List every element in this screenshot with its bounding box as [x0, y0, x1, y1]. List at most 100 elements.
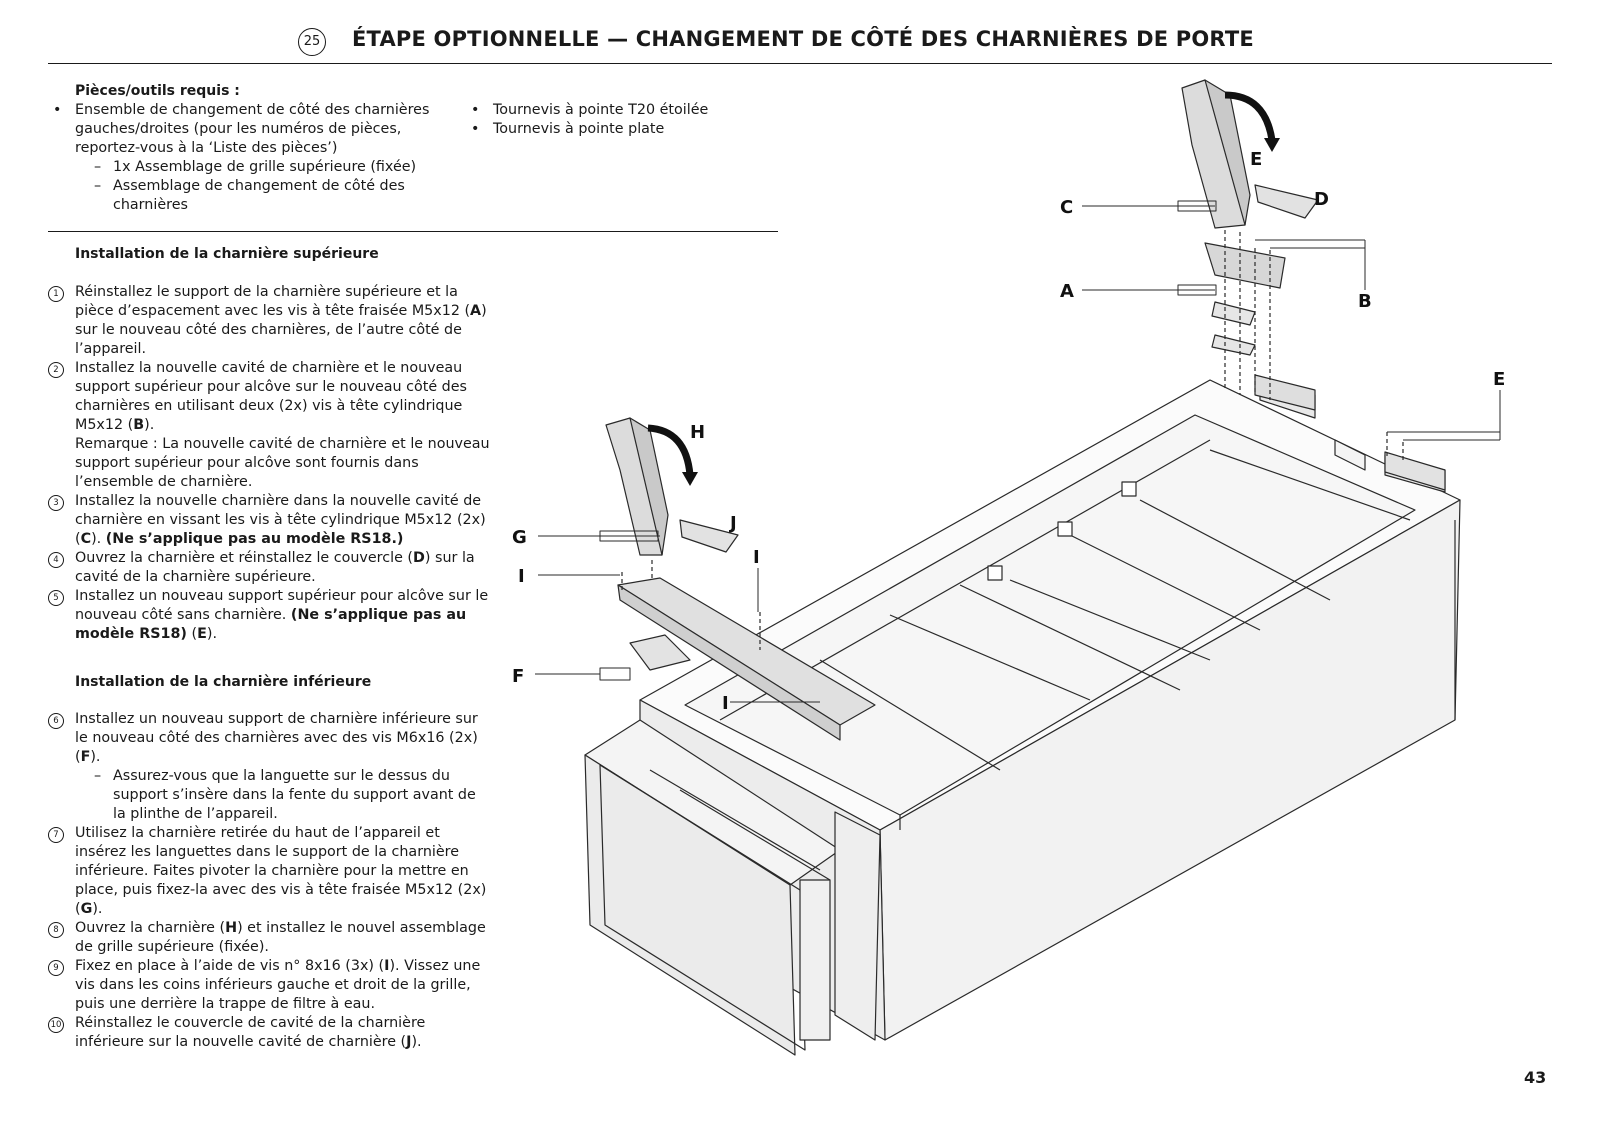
step-text: Installez un nouveau support supérieur p… [75, 588, 488, 642]
page-number: 43 [1524, 1068, 1547, 1087]
upper-steps-list: 1 Réinstallez le support de la charnière … [48, 283, 493, 644]
step-text-run: Fixez en place à l’aide de vis n° 8x16 (… [75, 958, 385, 974]
callout-j: J [728, 513, 737, 534]
step-text-bold: A [470, 303, 482, 319]
step-6: 6 Installez un nouveau support de charniè… [48, 710, 493, 824]
callout-i-bottom: I [722, 693, 729, 714]
step-text-run: Installez la nouvelle charnière dans la … [75, 493, 486, 547]
step-number-badge: 5 [48, 590, 64, 606]
step-text-bold: (Ne s’applique pas au modèle RS18) [75, 607, 467, 642]
callout-d: D [1314, 189, 1329, 210]
requirements-divider [48, 231, 778, 232]
step-3: 3 Installez la nouvelle charnière dans la… [48, 492, 493, 549]
lower-steps-list: 6 Installez un nouveau support de charniè… [48, 710, 493, 1052]
step-number-badge: 3 [48, 495, 64, 511]
step-text: Ouvrez la charnière (H) et installez le … [75, 920, 486, 955]
callout-labels: C A E D B E H J G I I F I [512, 149, 1505, 714]
step-text-run: ). [92, 901, 103, 917]
step-text-run: Remarque : La nouvelle cavité de charniè… [75, 436, 490, 490]
callout-f: F [512, 666, 524, 687]
step-text-run: Réinstallez le couvercle de cavité de la… [75, 1015, 426, 1050]
callout-g: G [512, 527, 527, 548]
step-text-bold: D [413, 550, 425, 566]
step-text: Remarque : La nouvelle cavité de charniè… [75, 436, 490, 490]
step-text: Installez la nouvelle cavité de charnièr… [75, 360, 467, 433]
callout-b: B [1358, 291, 1372, 312]
drawer-unit [584, 719, 881, 1056]
step-1: 1 Réinstallez le support de la charnière … [48, 283, 493, 359]
step-text: Utilisez la charnière retirée du haut de… [75, 825, 486, 917]
step-text-bold: B [133, 417, 145, 433]
step-text: Fixez en place à l’aide de vis n° 8x16 (… [75, 958, 480, 1012]
step-text-run: Installez un nouveau support de charnièr… [75, 711, 478, 765]
callout-a: A [1060, 281, 1074, 302]
step-text-bold: (Ne s’applique pas au modèle RS18.) [105, 531, 404, 547]
step-text-run: Utilisez la charnière retirée du haut de… [75, 825, 487, 917]
callout-i-left: I [518, 566, 525, 587]
alcove-bracket-right [1384, 432, 1446, 491]
step-text-run: Réinstallez le support de la charnière s… [75, 284, 471, 319]
step-4: 4 Ouvrez la charnière et réinstallez le c… [48, 549, 493, 587]
requirements-heading: Pièces/outils requis : [75, 83, 240, 99]
step-text-bold: J [406, 1034, 412, 1050]
step-text: Installez la nouvelle charnière dans la … [75, 493, 486, 547]
step-number-badge: 4 [48, 552, 64, 568]
page-header: 25 ÉTAPE OPTIONNELLE — CHANGEMENT DE CÔT… [0, 24, 1600, 64]
step-text-run: Ouvrez la charnière ( [75, 920, 226, 936]
step-text: Installez un nouveau support de charnièr… [75, 711, 478, 765]
step-number-badge: 10 [48, 1017, 64, 1033]
step-subitem: Assurez-vous que la languette sur le des… [94, 767, 493, 824]
step-number-badge: 2 [48, 362, 64, 378]
step-text-run: ( [186, 626, 198, 642]
step-number-badge: 25 [298, 28, 326, 56]
tool-item: Tournevis à pointe plate [466, 120, 766, 139]
upper-hinge-assembly [1181, 79, 1319, 411]
requirements-right-list: Tournevis à pointe T20 étoiléeTournevis … [466, 101, 766, 139]
step-5: 5 Installez un nouveau support supérieur … [48, 587, 493, 644]
step-text-run: Installez un nouveau support supérieur p… [75, 588, 489, 623]
requirement-subitem: 1x Assemblage de grille supérieure (fixé… [94, 158, 468, 177]
upper-section-heading: Installation de la charnière supérieure [75, 246, 379, 262]
step-7: 7 Utilisez la charnière retirée du haut d… [48, 824, 493, 919]
step-text-bold: C [80, 531, 92, 547]
step-text-bold: E [197, 626, 207, 642]
requirements-right-column: Tournevis à pointe T20 étoiléeTournevis … [466, 101, 766, 139]
step-number-badge: 9 [48, 960, 64, 976]
step-text-run: ) et installez le nouvel assemblage de g… [75, 920, 486, 955]
step-text-run: ) sur la cavité de la charnière supérieu… [75, 550, 475, 585]
diagram-svg: C A E D B E H J G I I F I [512, 79, 1505, 1056]
step-2: 2 Installez la nouvelle cavité de charniè… [48, 359, 493, 435]
callout-e-right: E [1493, 369, 1505, 390]
step-text: Ouvrez la charnière et réinstallez le co… [75, 550, 475, 585]
step-text-run: ). Vissez une vis dans les coins inférie… [75, 958, 481, 1012]
step-text-run: ). [206, 626, 217, 642]
step-text-run: ). [144, 417, 155, 433]
step-number-badge: 6 [48, 713, 64, 729]
step-text-run: Ouvrez la charnière et réinstallez le co… [75, 550, 414, 566]
step-subitems: Assurez-vous que la languette sur le des… [75, 767, 493, 824]
step-number-badge: 1 [48, 286, 64, 302]
step-text-run: ). [91, 531, 106, 547]
step-text-bold: F [80, 749, 91, 765]
requirements-left-list: Ensemble de changement de côté des charn… [48, 101, 468, 215]
step-note: Remarque : La nouvelle cavité de charniè… [48, 435, 493, 492]
step-text-bold: G [80, 901, 93, 917]
requirement-subitems: 1x Assemblage de grille supérieure (fixé… [75, 158, 468, 215]
requirement-text: Ensemble de changement de côté des charn… [75, 102, 430, 156]
callout-c: C [1060, 197, 1073, 218]
requirement-subitem: Assemblage de changement de côté des cha… [94, 177, 468, 215]
callout-leader-lines [535, 200, 1501, 703]
callout-e-top: E [1250, 149, 1262, 170]
header-divider [48, 63, 1552, 64]
lower-hinge-assembly [605, 417, 876, 741]
step-10: 10 Réinstallez le couvercle de cavité de … [48, 1014, 493, 1052]
step-text: Réinstallez le support de la charnière s… [75, 284, 487, 357]
requirements-left-column: Ensemble de changement de côté des charn… [48, 101, 468, 215]
page-title: ÉTAPE OPTIONNELLE — CHANGEMENT DE CÔTÉ D… [352, 27, 1254, 51]
step-text-bold: H [225, 920, 238, 936]
step-9: 9 Fixez en place à l’aide de vis n° 8x16 … [48, 957, 493, 1014]
step-text-bold: I [384, 958, 390, 974]
step-number-badge: 7 [48, 827, 64, 843]
step-text: Réinstallez le couvercle de cavité de la… [75, 1015, 425, 1050]
